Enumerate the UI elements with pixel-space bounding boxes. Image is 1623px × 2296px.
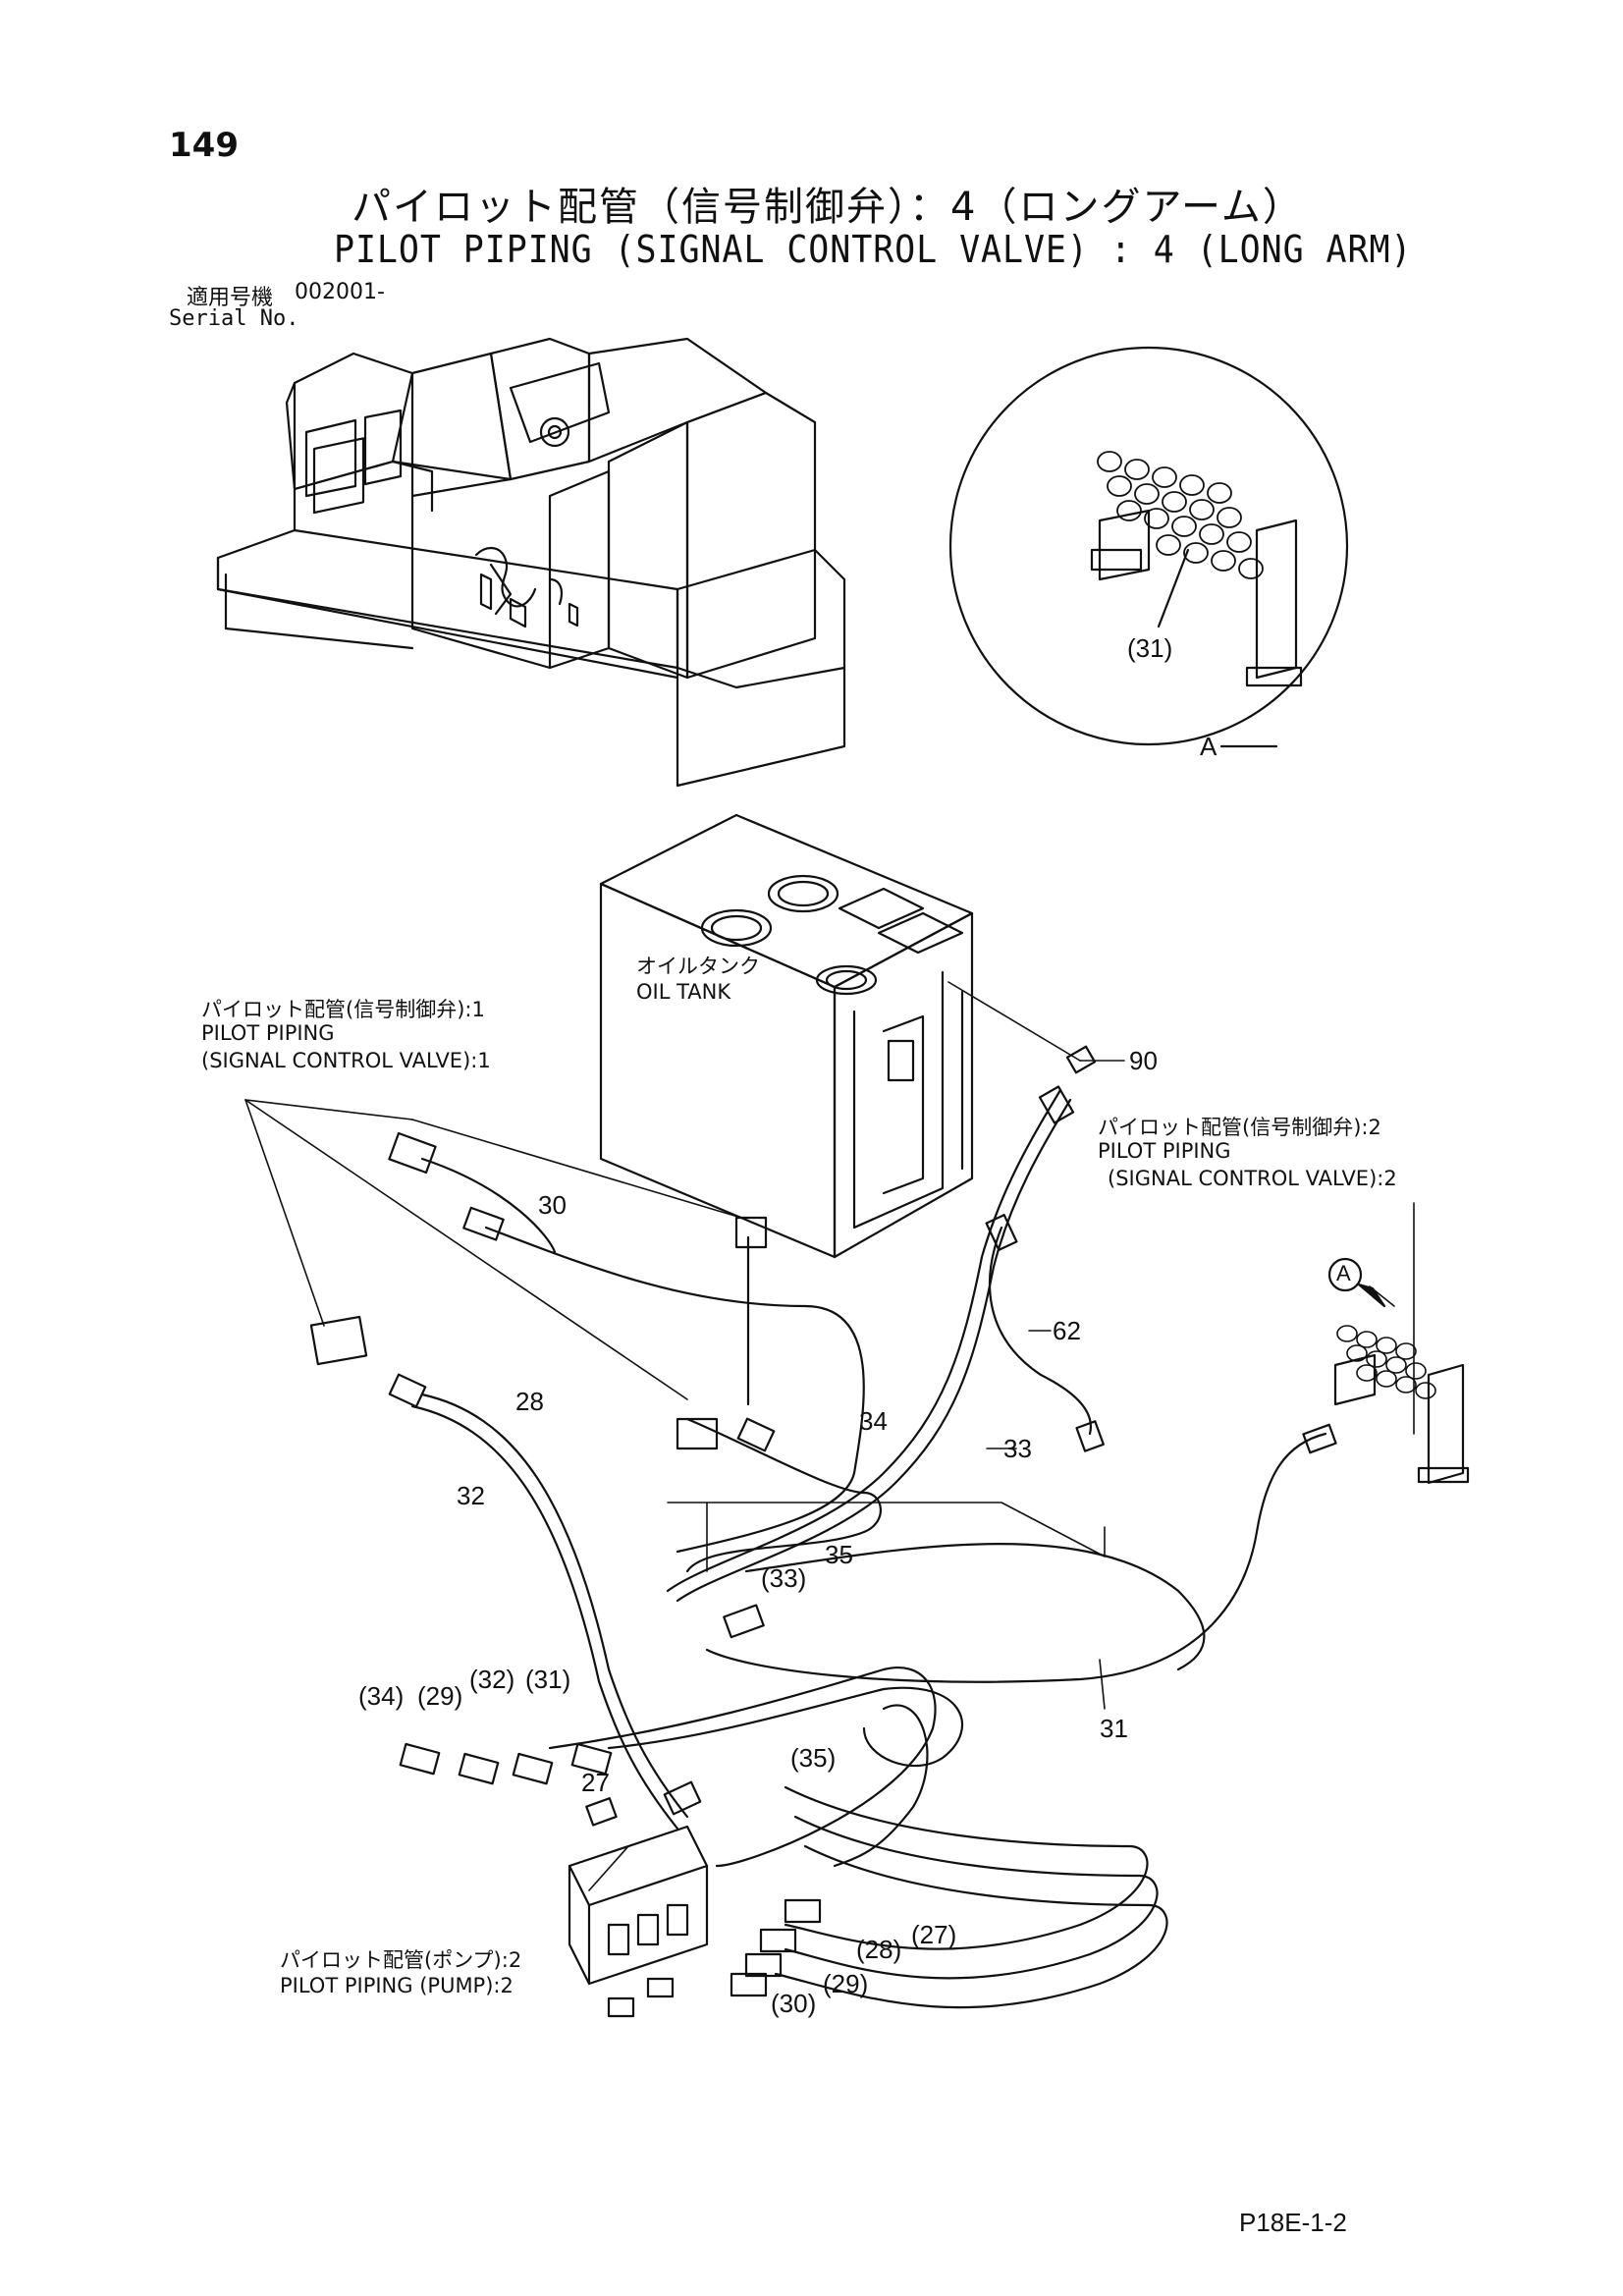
callout-33: 33	[1003, 1434, 1032, 1463]
oil-tank-label-en: OIL TANK	[636, 980, 731, 1004]
ref2-label-en1: PILOT PIPING	[1098, 1139, 1231, 1163]
callout-29-ref-2: (29)	[823, 1969, 869, 1998]
leader-lines	[244, 981, 1415, 1891]
callout-27-ref: (27)	[911, 1920, 957, 1949]
serial-value: 002001-	[295, 280, 385, 304]
title-japanese: パイロット配管（信号制御弁）：4（ロングアーム）	[352, 185, 1304, 230]
callout-90: 90	[1129, 1046, 1158, 1075]
ref1-label-jp: パイロット配管(信号制御弁):1	[201, 998, 485, 1021]
callout-33-ref: (33)	[761, 1563, 807, 1593]
callout-27: 27	[581, 1768, 610, 1797]
pump-manifold	[568, 1825, 709, 1986]
ref1-label-en2: (SIGNAL CONTROL VALVE):1	[201, 1049, 491, 1072]
callout-34: 34	[859, 1406, 888, 1436]
oil-tank-label-jp: オイルタンク	[636, 955, 760, 978]
callout-62: 62	[1053, 1316, 1081, 1345]
callout-32: 32	[457, 1481, 485, 1510]
detail-a-label: A	[1200, 732, 1217, 761]
callout-30-ref: (30)	[771, 1989, 817, 2018]
ref1-label-en1: PILOT PIPING	[201, 1021, 335, 1045]
pipes	[410, 1088, 1327, 2009]
callout-31: 31	[1100, 1714, 1128, 1743]
serial-label-english: Serial No.	[169, 306, 299, 331]
serial-label-japanese: 適用号機	[187, 286, 274, 310]
callout-34-ref: (34)	[358, 1681, 405, 1711]
page-code: P18E-1-2	[1239, 2208, 1347, 2237]
excavator-overview	[216, 337, 846, 788]
callout-31-detail: (31)	[1127, 633, 1173, 663]
detail-a-view	[948, 346, 1349, 748]
callout-30: 30	[538, 1190, 567, 1220]
detail-valve-bank	[1090, 451, 1303, 687]
pump-label-jp: パイロット配管(ポンプ):2	[280, 1948, 522, 1972]
oil-tank	[599, 813, 974, 1259]
callout-35: 35	[825, 1540, 853, 1569]
page-number: 149	[169, 126, 239, 165]
callout-28: 28	[515, 1387, 544, 1416]
callout-32-ref: (32)	[469, 1665, 515, 1694]
ref2-label-en2: (SIGNAL CONTROL VALVE):2	[1108, 1167, 1397, 1190]
callout-29-ref: (29)	[417, 1681, 463, 1711]
right-valve-bank	[1327, 1257, 1470, 1485]
fittings	[309, 1045, 1337, 2018]
callout-35-ref: (35)	[790, 1743, 837, 1773]
callout-31-ref: (31)	[525, 1665, 571, 1694]
ref2-label-jp: パイロット配管(信号制御弁):2	[1098, 1116, 1381, 1139]
title-english: PILOT PIPING (SIGNAL CONTROL VALVE) : 4 …	[334, 228, 1413, 271]
callout-28-ref: (28)	[856, 1935, 902, 1964]
detail-a-marker: A	[1336, 1261, 1351, 1285]
pump-label-en: PILOT PIPING (PUMP):2	[280, 1974, 514, 1997]
